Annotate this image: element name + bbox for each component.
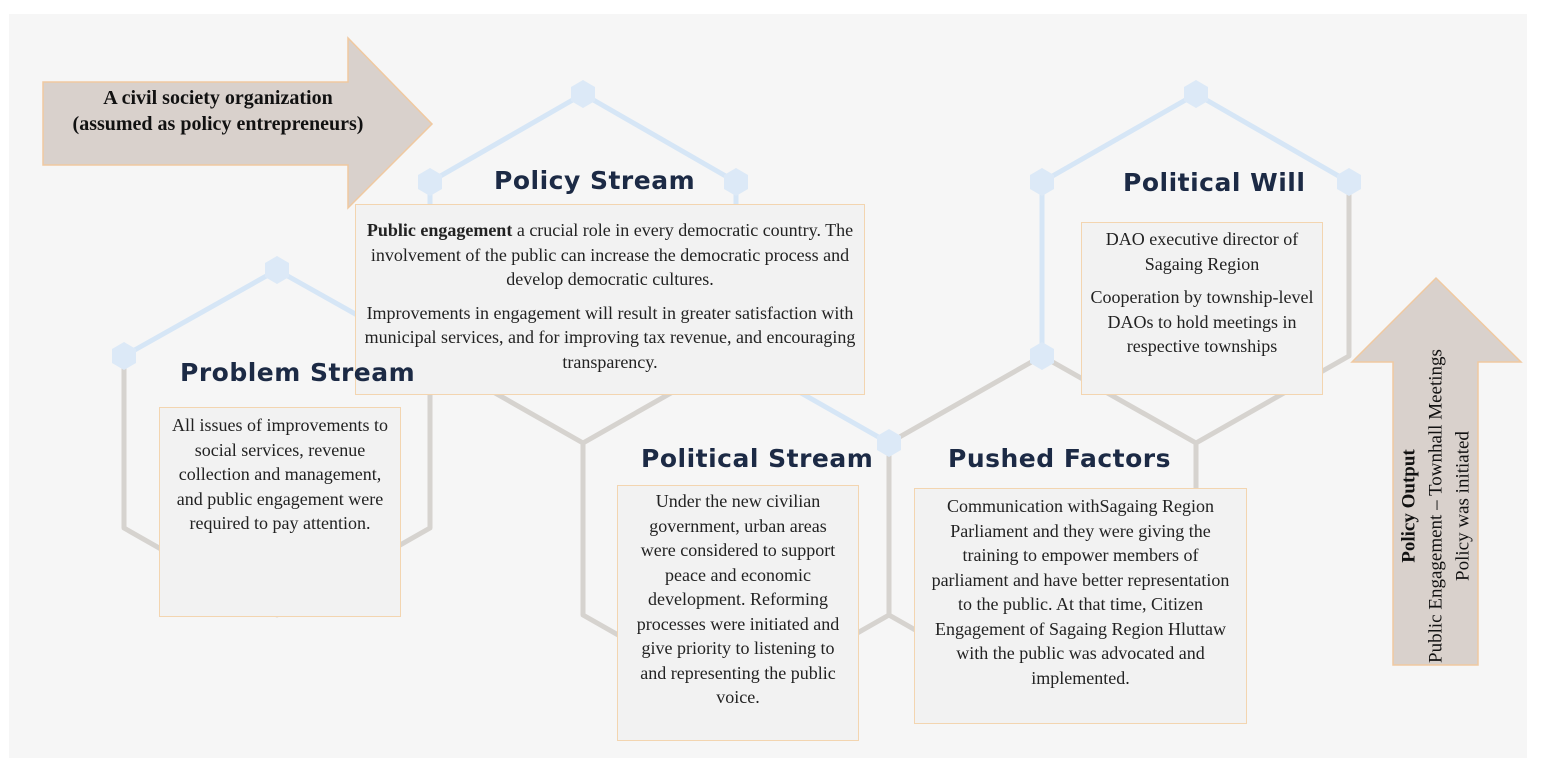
political-will-text1: DAO executive director of Sagaing Region [1105,229,1299,274]
policy-stream-title: Policy Stream [494,166,696,195]
node [1184,80,1208,108]
problem-stream-box: All issues of improvements to social ser… [159,407,401,617]
node [112,342,136,370]
policy-output-title: Policy Output [1398,449,1420,563]
political-will-title: Political Will [1123,168,1306,197]
entrepreneur-arrow-shape [42,36,434,210]
pushed-factors-box: Communication withSagaing Region Parliam… [914,488,1247,724]
policy-output-text: Public Engagement – Townhall Meetings Po… [1425,349,1474,663]
policy-stream-box: Public engagement a crucial role in ever… [355,204,865,395]
policy-output-arrow-shape [1350,276,1523,666]
node [571,80,595,108]
political-will-box: DAO executive director of Sagaing Region… [1081,222,1323,395]
problem-stream-title: Problem Stream [180,358,416,387]
policy-stream-text2: Improvements in engagement will result i… [364,302,856,372]
node [418,168,442,196]
political-stream-box: Under the new civilian government, urban… [617,485,859,741]
node [1337,168,1361,196]
node [1030,342,1054,370]
political-will-text2: Cooperation by township-level DAOs to ho… [1090,287,1314,356]
node [265,256,289,284]
pushed-factors-title: Pushed Factors [948,444,1171,473]
will-hex-outline [1039,179,1352,446]
connector-line [886,353,1045,446]
policy-stream-lead: Public engagement [366,220,513,240]
node [1030,168,1054,196]
node [877,429,901,457]
entrepreneur-arrow-label: A civil society organization (assumed as… [72,87,364,135]
policy-stream-text1: Public engagement a crucial role in ever… [366,220,854,289]
node [724,168,748,196]
political-stream-title: Political Stream [641,444,874,473]
policy-output-label: Policy Output Public Engagement – Townha… [1396,326,1477,686]
